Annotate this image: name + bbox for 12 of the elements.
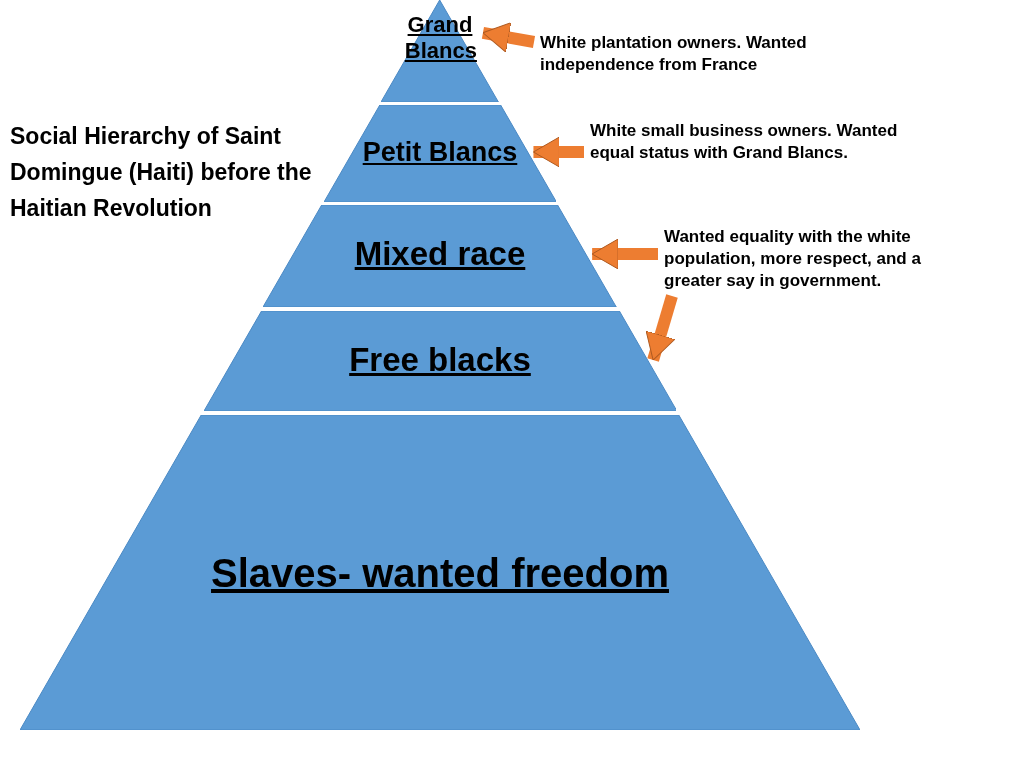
- tier-label: Slaves- wanted freedom: [211, 551, 669, 595]
- annotation-text: White plantation owners. Wanted independence from France: [540, 32, 870, 76]
- annotation-text: White small business owners. Wanted equal status with Grand Blancs.: [590, 120, 910, 164]
- tier-label: Free blacks: [349, 341, 531, 378]
- annotation-text: Wanted equality with the white population, more respect, and a greater say in government.: [664, 226, 964, 292]
- tier-label: Petit Blancs: [362, 137, 518, 167]
- arrow: [481, 22, 536, 53]
- diagram-title: Social Hierarchy of Saint Domingue (Haiti) before the Haitian Revolution: [10, 122, 313, 223]
- arrow: [591, 238, 658, 270]
- arrow: [645, 294, 678, 362]
- tier-label: Mixed race: [354, 235, 526, 272]
- arrow: [532, 136, 584, 168]
